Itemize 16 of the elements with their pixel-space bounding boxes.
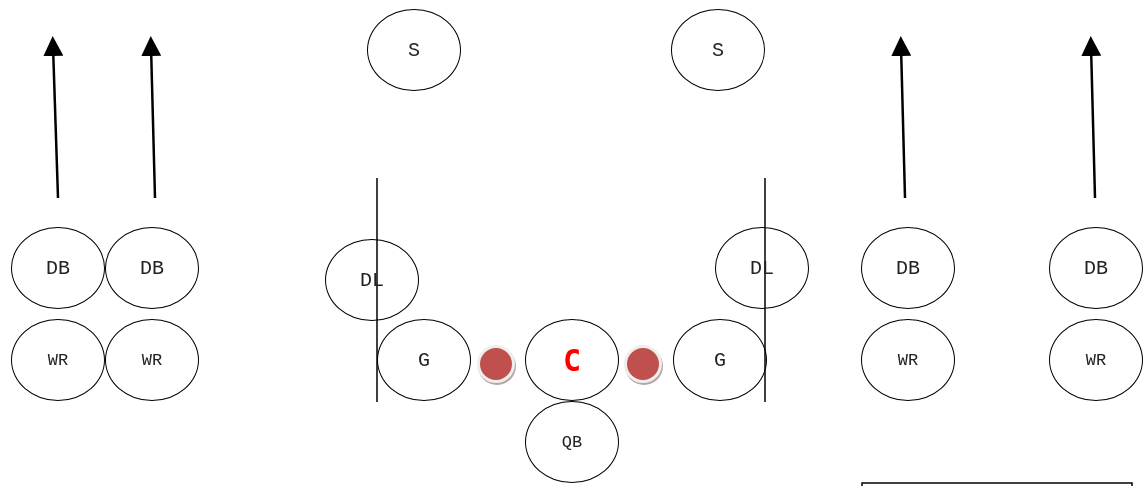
position-label: DB bbox=[896, 256, 920, 280]
position-label: WR bbox=[47, 350, 69, 370]
marker-dot bbox=[477, 345, 515, 383]
position-label: WR bbox=[897, 350, 919, 370]
marker-dot bbox=[624, 345, 662, 383]
position-label: S bbox=[712, 38, 724, 62]
position-label: C bbox=[562, 342, 582, 378]
position-label: G bbox=[418, 348, 430, 372]
position-label: S bbox=[408, 38, 420, 62]
position-label: DB bbox=[140, 256, 164, 280]
position-label: DB bbox=[1084, 256, 1108, 280]
position-label: DB bbox=[46, 256, 70, 280]
position-label: QB bbox=[561, 432, 583, 452]
position-label: WR bbox=[1085, 350, 1107, 370]
position-label: WR bbox=[141, 350, 163, 370]
position-label: G bbox=[714, 348, 726, 372]
